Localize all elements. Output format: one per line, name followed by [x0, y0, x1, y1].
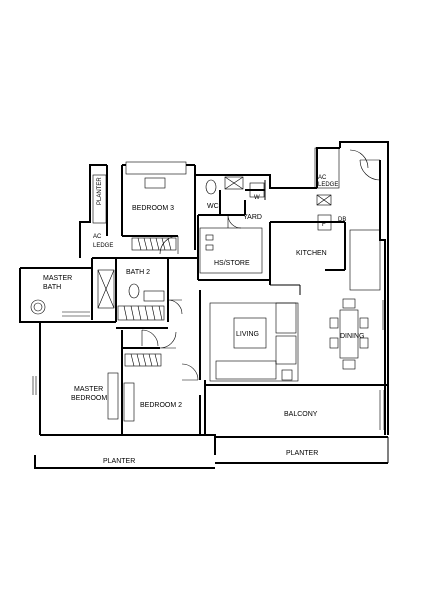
room-label-master-bedroom-2: BEDROOM: [71, 395, 107, 402]
store-shelf-icon: [199, 227, 263, 274]
wardrobe-bed3-icon: [125, 161, 187, 175]
room-label-bath2: BATH 2: [126, 269, 150, 276]
room-label-yard: YARD: [243, 214, 262, 221]
room-label-f: F: [322, 222, 326, 228]
room-label-living: LIVING: [236, 331, 259, 338]
room-label-master-bath-2: BATH: [43, 284, 61, 291]
wardrobe-mb-icon: [117, 305, 165, 321]
master-bed-headboard-icon: [107, 372, 119, 420]
coffee-table-icon: [233, 317, 267, 349]
sofa-icon: [215, 360, 277, 380]
fixtures: [30, 147, 381, 422]
room-label-wc: WC: [207, 203, 219, 210]
room-label-ac-ledge-left-1: AC: [93, 234, 102, 240]
room-label-planter-top: PLANTER: [97, 177, 103, 205]
room-label-ac-ledge-right-2: LEDGE: [318, 182, 338, 188]
doors: [141, 149, 381, 381]
dining-table-icon: [339, 309, 359, 359]
washer-icon: [249, 182, 265, 198]
wardrobe-icon: [131, 237, 177, 251]
living-furniture: [209, 302, 299, 382]
room-label-bedroom2: BEDROOM 2: [140, 402, 182, 409]
room-label-db: DB: [338, 217, 346, 223]
room-label-ac-ledge-right-1: AC: [318, 175, 327, 181]
windows: [32, 300, 385, 430]
room-label-planter-bottom-left: PLANTER: [103, 458, 135, 465]
bed2-headboard-icon: [123, 382, 135, 422]
toilet-icon: [128, 283, 140, 299]
bed-icon: [144, 177, 166, 189]
interior-walls: [20, 165, 388, 435]
room-label-w: W: [254, 195, 260, 201]
outer-walls: [19, 141, 389, 469]
room-labels: PLANTER BEDROOM 3 WC W YARD AC LEDGE DB …: [43, 175, 365, 465]
room-label-planter-bottom-right: PLANTER: [286, 450, 318, 457]
wash-basin-icon: [30, 299, 46, 315]
room-label-dining: DINING: [340, 333, 365, 340]
room-label-kitchen: KITCHEN: [296, 250, 327, 257]
planter-box-top: [92, 174, 107, 224]
armchair-icon: [275, 302, 297, 334]
kitchen-counter-icon: [349, 229, 381, 291]
room-label-bedroom3: BEDROOM 3: [132, 205, 174, 212]
room-label-master-bath-1: MASTER: [43, 275, 72, 282]
dining-chair-icon: [342, 298, 356, 309]
room-label-master-bedroom-1: MASTER: [74, 386, 103, 393]
basin-counter-icon: [143, 290, 165, 302]
room-label-hs-store: HS/STORE: [214, 260, 250, 267]
toilet-wc-icon: [205, 179, 217, 195]
room-label-balcony: BALCONY: [284, 411, 318, 418]
room-label-ac-ledge-left-2: LEDGE: [93, 243, 113, 249]
